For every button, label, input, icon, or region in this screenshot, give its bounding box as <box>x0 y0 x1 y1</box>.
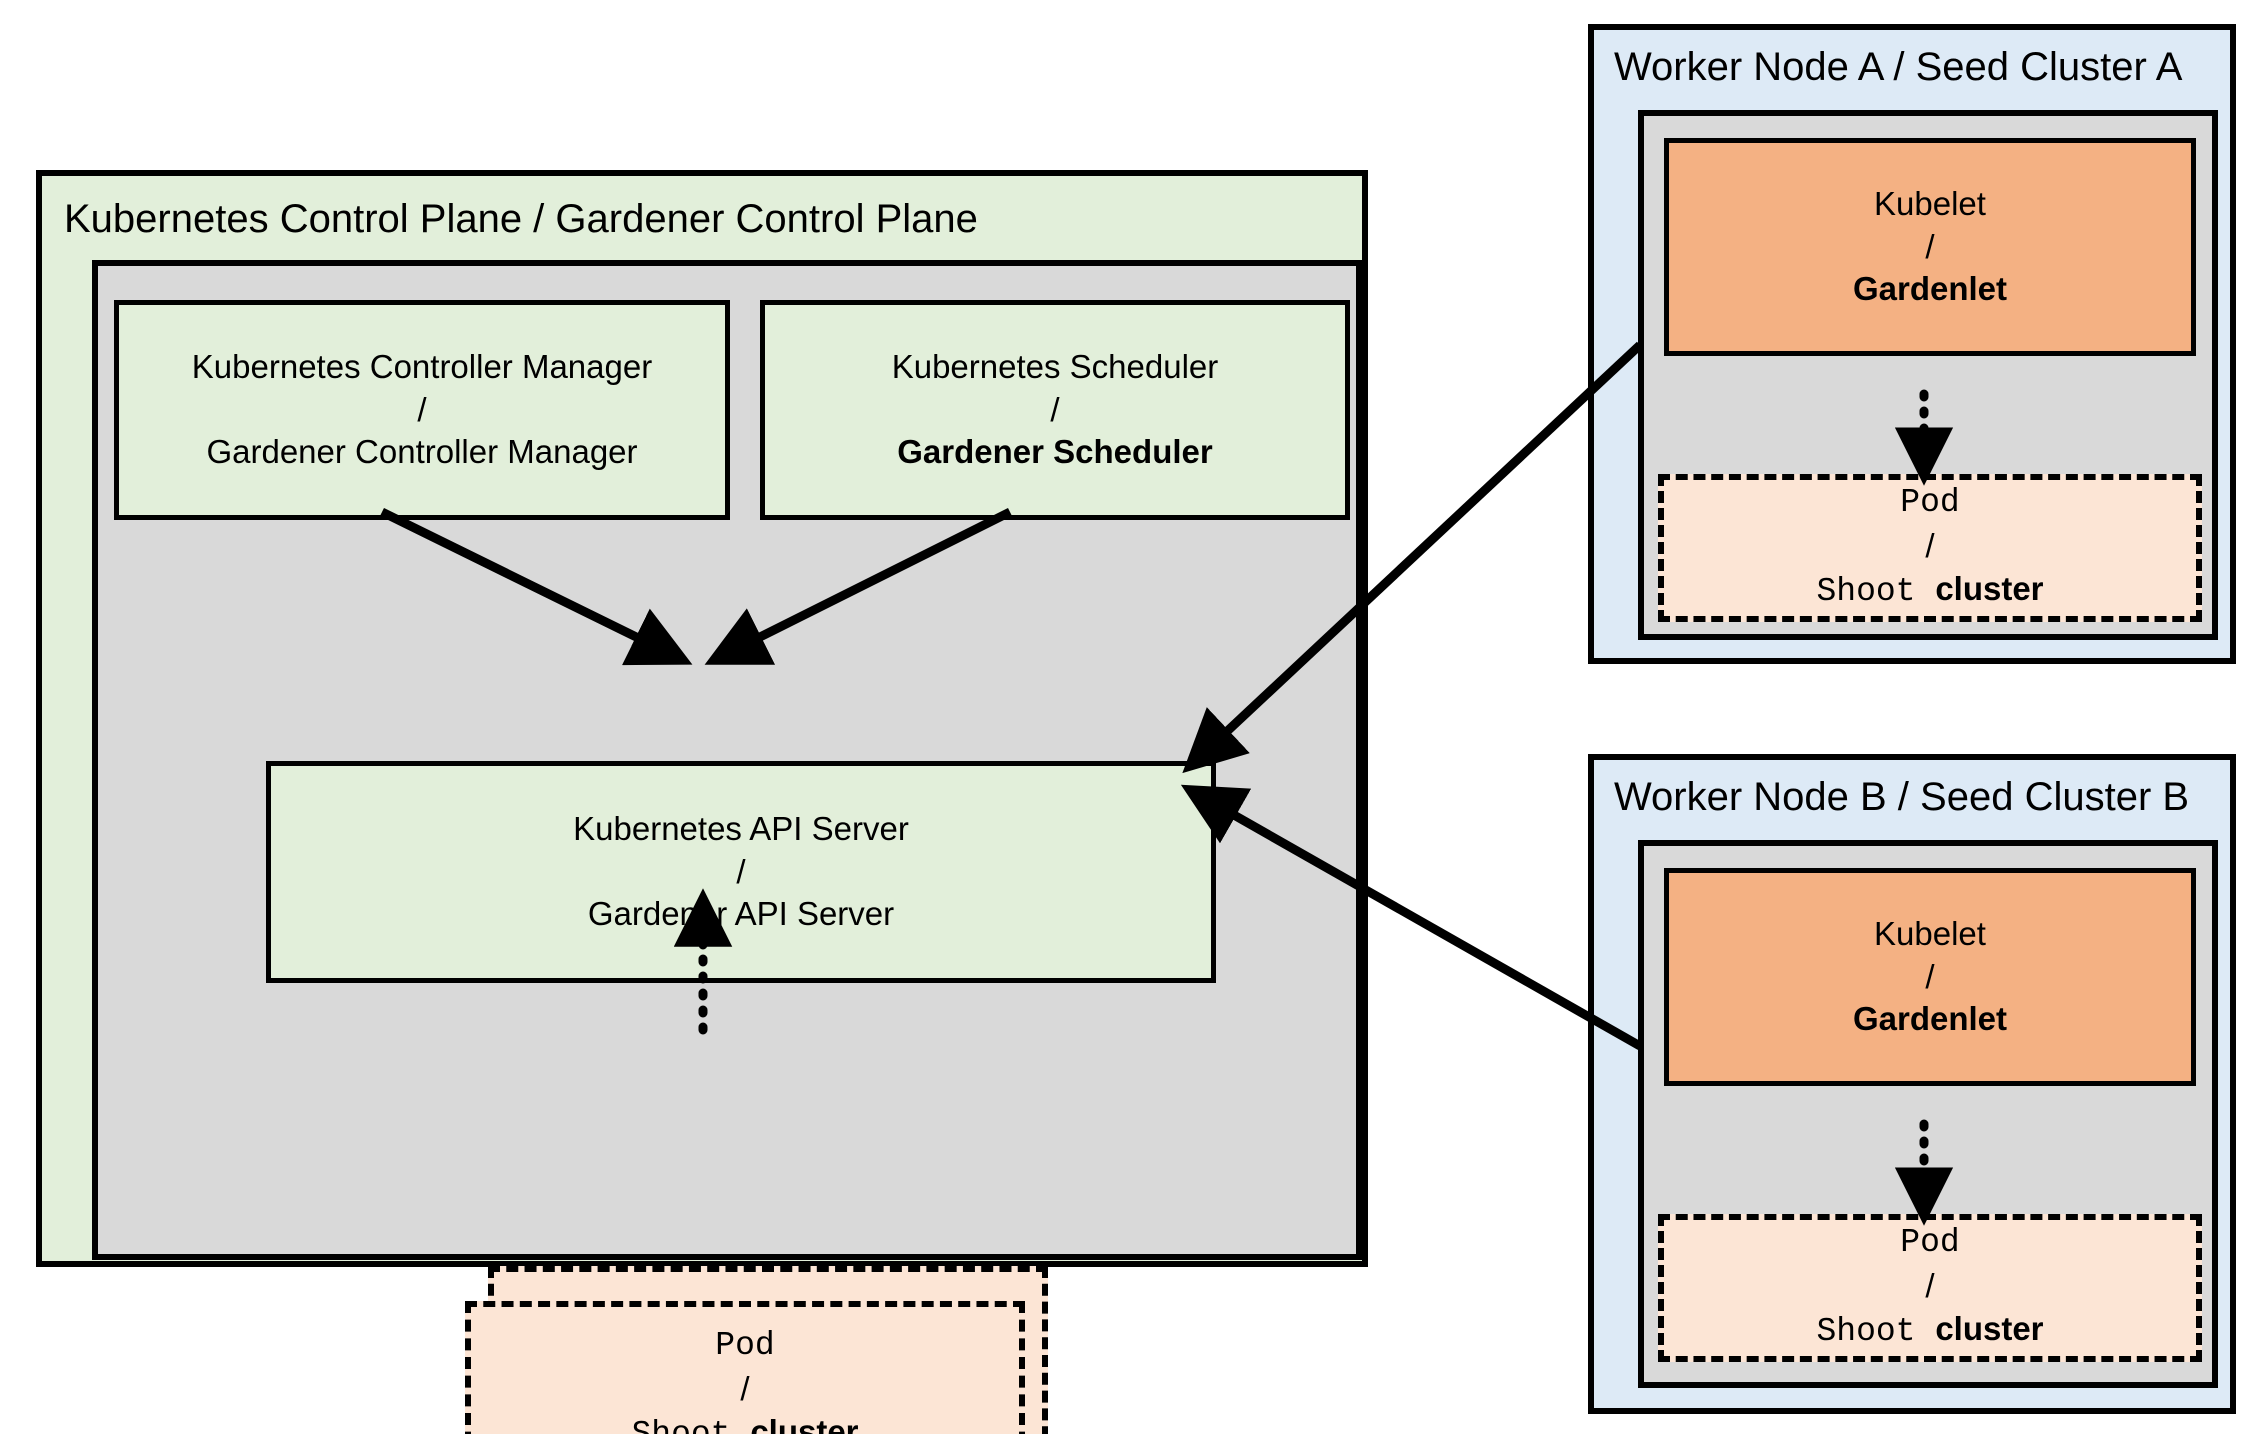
worker-a-pod-shoot-text: Shoot <box>1816 572 1916 610</box>
worker-b-pod-line2: Shoot cluster <box>1816 1308 2043 1354</box>
worker-b-pod-box[interactable]: Pod / Shoot cluster <box>1658 1214 2202 1362</box>
worker-node-a-inner-container: Kubelet / Gardenlet Pod / Shoot cluster <box>1638 110 2218 640</box>
control-plane-title: Kubernetes Control Plane / Gardener Cont… <box>64 197 978 241</box>
worker-a-kubelet-line1: Kubelet <box>1874 184 1986 222</box>
control-plane-pod-shoot-text: Shoot <box>631 1416 730 1434</box>
worker-b-kubelet-gardenlet-box[interactable]: Kubelet / Gardenlet <box>1664 868 2196 1086</box>
kubernetes-controller-manager-box[interactable]: Kubernetes Controller Manager / Gardener… <box>114 300 730 520</box>
control-plane-pod-box[interactable]: Pod / Shoot cluster <box>465 1301 1025 1434</box>
worker-b-gardenlet-line2: Gardenlet <box>1852 1000 2008 1038</box>
worker-b-pod-line1: Pod <box>1900 1224 1960 1262</box>
kubernetes-scheduler-box[interactable]: Kubernetes Scheduler / Gardener Schedule… <box>760 300 1350 520</box>
worker-node-a-panel: Worker Node A / Seed Cluster A Kubelet /… <box>1588 24 2236 664</box>
worker-node-a-title: Worker Node A / Seed Cluster A <box>1614 45 2183 89</box>
worker-a-pod-cluster-text: cluster <box>1935 569 2044 607</box>
worker-a-gardenlet-line2: Gardenlet <box>1852 270 2008 308</box>
worker-a-kubelet-separator: / <box>1925 227 1935 265</box>
api-server-line1: Kubernetes API Server <box>573 809 909 847</box>
control-plane-pod-line2: Shoot cluster <box>631 1411 858 1434</box>
control-plane-panel: Kubernetes Control Plane / Gardener Cont… <box>36 170 1368 1434</box>
worker-b-pod-separator: / <box>1925 1267 1935 1305</box>
worker-a-pod-line1: Pod <box>1900 484 1960 522</box>
worker-node-b-title: Worker Node B / Seed Cluster B <box>1614 775 2190 819</box>
controller-manager-line1: Kubernetes Controller Manager <box>191 347 653 385</box>
worker-a-pod-box[interactable]: Pod / Shoot cluster <box>1658 474 2202 622</box>
api-server-separator: / <box>736 852 746 890</box>
api-server-line2: Gardener API Server <box>587 895 895 933</box>
controller-manager-separator: / <box>417 390 427 428</box>
worker-node-b-panel: Worker Node B / Seed Cluster B Kubelet /… <box>1588 754 2236 1414</box>
worker-b-pod-shoot-text: Shoot <box>1816 1312 1916 1350</box>
worker-b-kubelet-line1: Kubelet <box>1874 914 1986 952</box>
control-plane-pod-cluster-text: cluster <box>750 1412 859 1434</box>
control-plane-pod-line1: Pod <box>715 1327 775 1365</box>
worker-a-pod-separator: / <box>1925 527 1935 565</box>
kubernetes-api-server-box[interactable]: Kubernetes API Server / Gardener API Ser… <box>266 761 1216 983</box>
scheduler-separator: / <box>1050 390 1060 428</box>
scheduler-line2: Gardener Scheduler <box>897 433 1213 471</box>
worker-node-b-inner-container: Kubelet / Gardenlet Pod / Shoot cluster <box>1638 840 2218 1388</box>
worker-a-pod-line2: Shoot cluster <box>1816 568 2043 614</box>
control-plane-pod-separator: / <box>740 1370 750 1408</box>
worker-a-kubelet-gardenlet-box[interactable]: Kubelet / Gardenlet <box>1664 138 2196 356</box>
worker-b-pod-cluster-text: cluster <box>1935 1309 2044 1347</box>
scheduler-line1: Kubernetes Scheduler <box>891 347 1219 385</box>
control-plane-inner-container: Kubernetes Controller Manager / Gardener… <box>92 260 1362 1434</box>
controller-manager-line2: Gardener Controller Manager <box>206 433 638 471</box>
worker-b-kubelet-separator: / <box>1925 957 1935 995</box>
